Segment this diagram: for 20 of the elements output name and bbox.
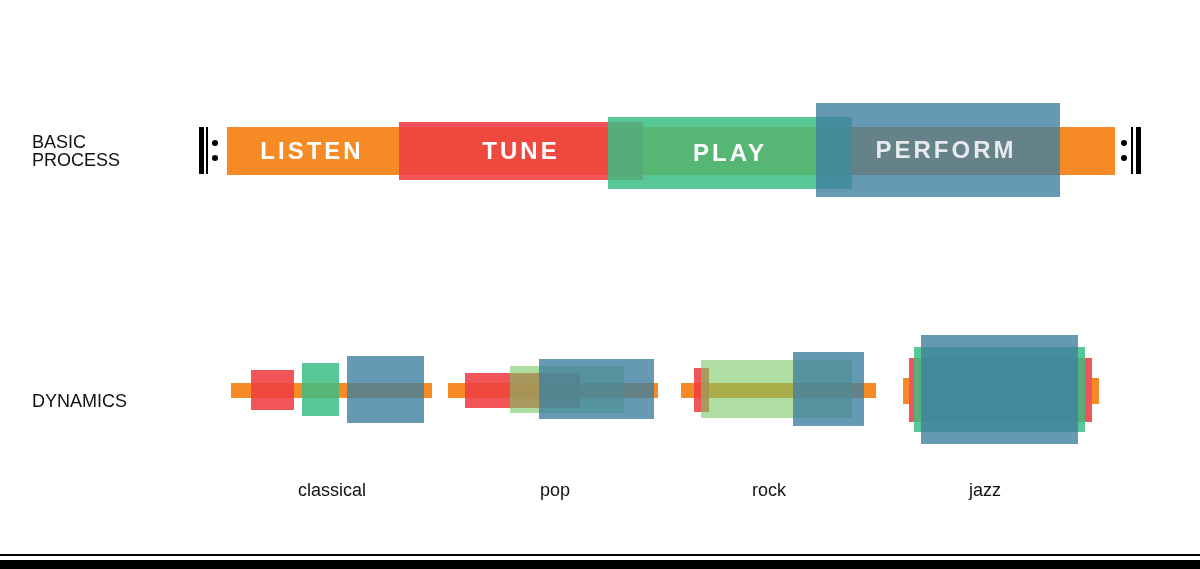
section-label: DYNAMICS <box>32 392 128 410</box>
stage-label: PLAY <box>693 139 767 167</box>
phase-block <box>903 378 909 404</box>
phase-block <box>694 368 709 412</box>
phase-block <box>921 335 1078 444</box>
section-label: BASIC PROCESS <box>32 133 122 169</box>
phase-block <box>793 352 864 426</box>
genre-label: rock <box>752 481 786 499</box>
phase-block <box>347 356 424 423</box>
stage-label: TUNE <box>482 137 560 165</box>
genre-label: classical <box>298 481 367 499</box>
phase-block <box>539 359 654 419</box>
stage-label: PERFORM <box>875 136 1017 164</box>
phase-block <box>1092 378 1099 404</box>
phase-block <box>302 363 339 416</box>
stage-label: LISTEN <box>260 137 364 165</box>
genre-label: jazz <box>969 481 1001 499</box>
phase-block <box>251 370 294 410</box>
process-bar <box>816 103 1060 197</box>
genre-label: pop <box>540 481 571 499</box>
